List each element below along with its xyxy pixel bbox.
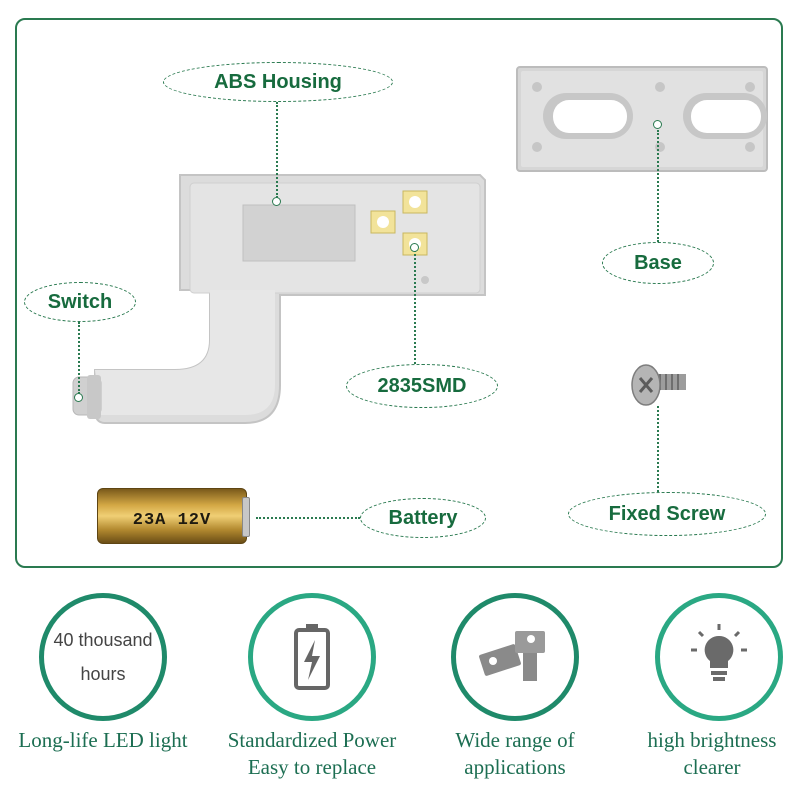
- leader-base: [657, 130, 659, 242]
- callout-switch-label: Switch: [47, 290, 113, 313]
- anchor-base: [653, 120, 662, 129]
- feature-ring-line-1: 40 thousand: [53, 630, 153, 650]
- leader-battery: [256, 517, 360, 519]
- feature-caption-power: Standardized Power Easy to replace: [212, 727, 412, 781]
- feature-caption-line: high brightness: [647, 728, 777, 752]
- leader-abs-housing: [276, 102, 278, 198]
- feature-caption-line: applications: [464, 755, 566, 779]
- callout-abs-housing-label: ABS Housing: [214, 70, 342, 93]
- battery-image: 23A 12V: [97, 488, 250, 544]
- led-housing-image: [72, 174, 486, 424]
- feature-caption-line: Easy to replace: [247, 755, 377, 779]
- feature-caption-applications: Wide range of applications: [415, 727, 615, 781]
- callout-abs-housing: ABS Housing: [163, 62, 393, 102]
- leader-switch: [78, 322, 80, 394]
- feature-caption-line: clearer: [683, 755, 741, 779]
- feature-caption-lifetime: Long-life LED light: [3, 727, 203, 754]
- callout-fixed-screw-label: Fixed Screw: [608, 502, 726, 525]
- feature-caption-line: Wide range of: [455, 728, 575, 752]
- callout-battery-label: Battery: [388, 506, 458, 529]
- battery-charge-icon: [294, 624, 330, 690]
- anchor-2835smd: [410, 243, 419, 252]
- battery-label: 23A 12V: [132, 511, 212, 530]
- callout-switch: Switch: [24, 282, 136, 322]
- callout-fixed-screw: Fixed Screw: [568, 492, 766, 536]
- battery-end-cap: [242, 497, 250, 537]
- callout-2835smd-label: 2835SMD: [377, 374, 467, 397]
- leader-2835smd: [414, 250, 416, 364]
- lightbulb-icon: [691, 624, 747, 681]
- feature-caption-brightness: high brightness clearer: [612, 727, 800, 781]
- fixed-screw-image: [631, 364, 686, 406]
- feature-ring-lifetime: 40 thousand hours: [39, 593, 167, 721]
- callout-battery: Battery: [360, 498, 486, 538]
- feature-ring-brightness: [655, 593, 783, 721]
- feature-ring-line-2: hours: [80, 664, 126, 684]
- feature-caption-line: Long-life LED light: [18, 728, 188, 752]
- feature-ring-applications: [451, 593, 579, 721]
- feature-caption-line: Standardized Power: [227, 728, 397, 752]
- feature-ring-power: [248, 593, 376, 721]
- anchor-abs-housing: [272, 197, 281, 206]
- hinge-icon: [479, 631, 545, 681]
- callout-base-label: Base: [634, 251, 682, 274]
- base-plate-image: [516, 66, 768, 172]
- anchor-switch: [74, 393, 83, 402]
- callout-base: Base: [602, 242, 714, 284]
- leader-fixed-screw: [657, 406, 659, 492]
- callout-2835smd: 2835SMD: [346, 364, 498, 408]
